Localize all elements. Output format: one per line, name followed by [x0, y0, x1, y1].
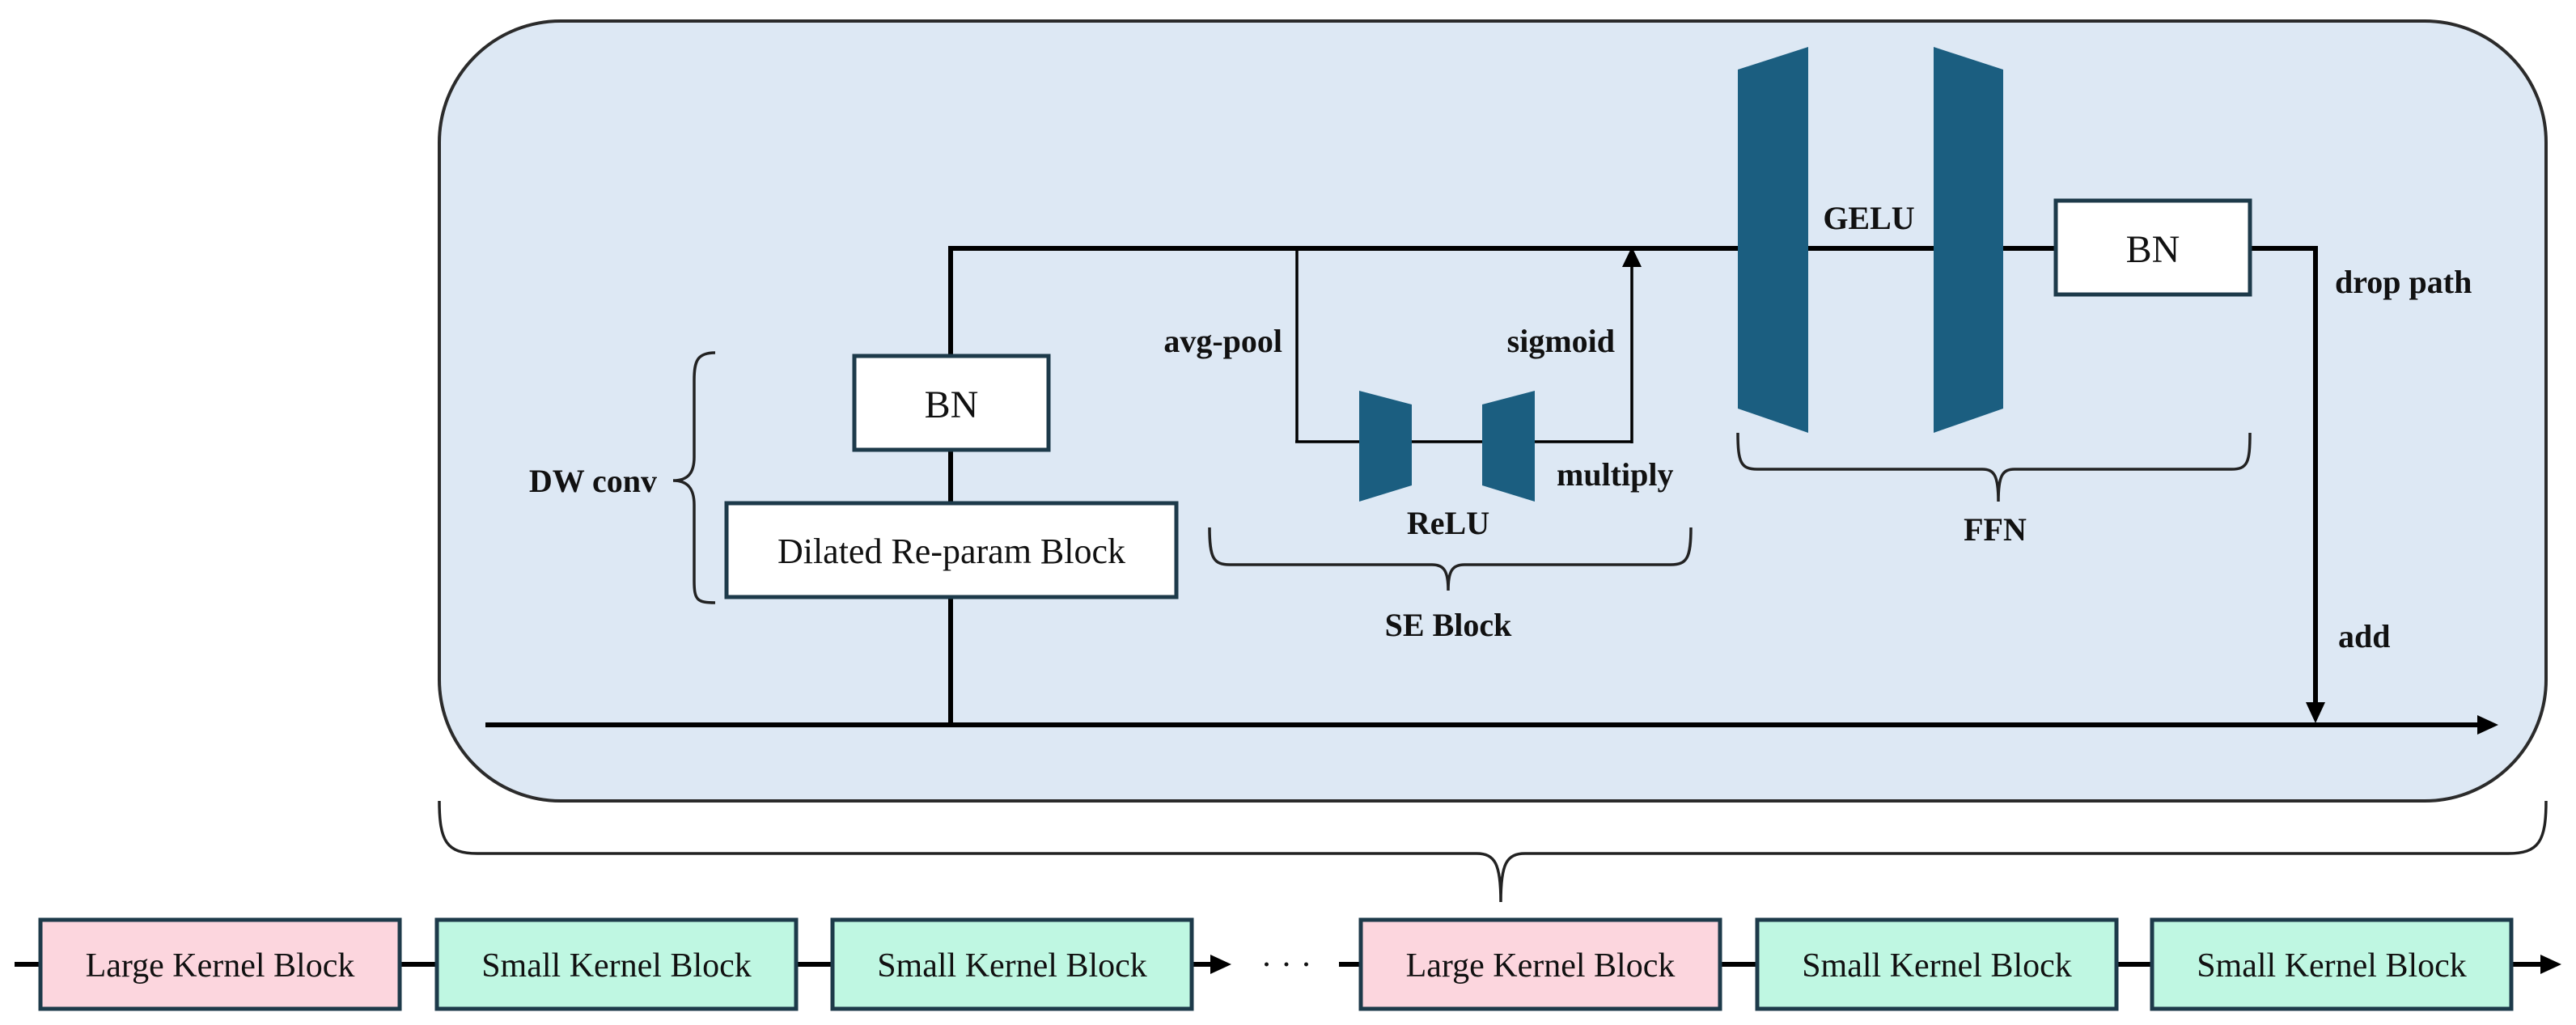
chain-block-label: Small Kernel Block: [877, 947, 1147, 985]
dilated-reparam-block: [724, 501, 1179, 599]
chain-ellipsis: · · ·: [1261, 947, 1312, 984]
chain-block-label: Large Kernel Block: [1406, 947, 1676, 985]
ffn-linear1-trapezoid: [1738, 47, 1808, 433]
sigmoid-label: sigmoid: [1507, 323, 1615, 359]
residual-arrowhead: [2477, 715, 2498, 735]
multiply-label: multiply: [1557, 456, 1673, 493]
chain-arrowhead: [2540, 955, 2561, 974]
bn-right-box: [2053, 198, 2252, 297]
ffn-label: FFN: [1964, 511, 2027, 548]
avg-pool-label: avg-pool: [1163, 323, 1282, 359]
chain-arrowhead: [1210, 955, 1231, 974]
small-kernel-block: [830, 917, 1194, 1011]
dw-conv-brace: [672, 351, 716, 604]
small-kernel-block: [1755, 917, 2119, 1011]
bn-right-label: BN: [2126, 228, 2180, 271]
add-arrowhead: [2306, 702, 2325, 723]
relu-label: ReLU: [1407, 505, 1489, 541]
chain-block-label: Small Kernel Block: [1802, 947, 2072, 985]
bn-left-label: BN: [925, 383, 979, 426]
drop-path-label: drop path: [2335, 264, 2472, 300]
se-block-label: SE Block: [1385, 607, 1512, 643]
chain-block-label: Small Kernel Block: [481, 947, 752, 985]
large-kernel-block: [1358, 917, 1722, 1011]
block-chain: · · · Large Kernel Block Small Kernel Bloc…: [15, 917, 2561, 1011]
chain-block-label: Small Kernel Block: [2197, 947, 2467, 985]
small-kernel-block: [434, 917, 799, 1011]
chain-block-label: Large Kernel Block: [86, 947, 355, 985]
dw-conv-label: DW conv: [529, 463, 657, 499]
ffn-brace: [1736, 432, 2252, 502]
add-label: add: [2338, 618, 2391, 654]
stage-brace: [438, 800, 2548, 903]
bn-left-box: [852, 354, 1051, 452]
large-kernel-block: [38, 917, 402, 1011]
se-fc1-trapezoid: [1359, 391, 1412, 502]
small-kernel-block: [2150, 917, 2514, 1011]
gelu-label: GELU: [1823, 200, 1914, 236]
se-fc2-trapezoid: [1482, 391, 1535, 502]
dilated-reparam-label: Dilated Re-param Block: [777, 532, 1125, 571]
ffn-linear2-trapezoid: [1934, 47, 2003, 433]
multiply-arrowhead: [1622, 247, 1642, 267]
se-block-brace: [1208, 527, 1693, 591]
